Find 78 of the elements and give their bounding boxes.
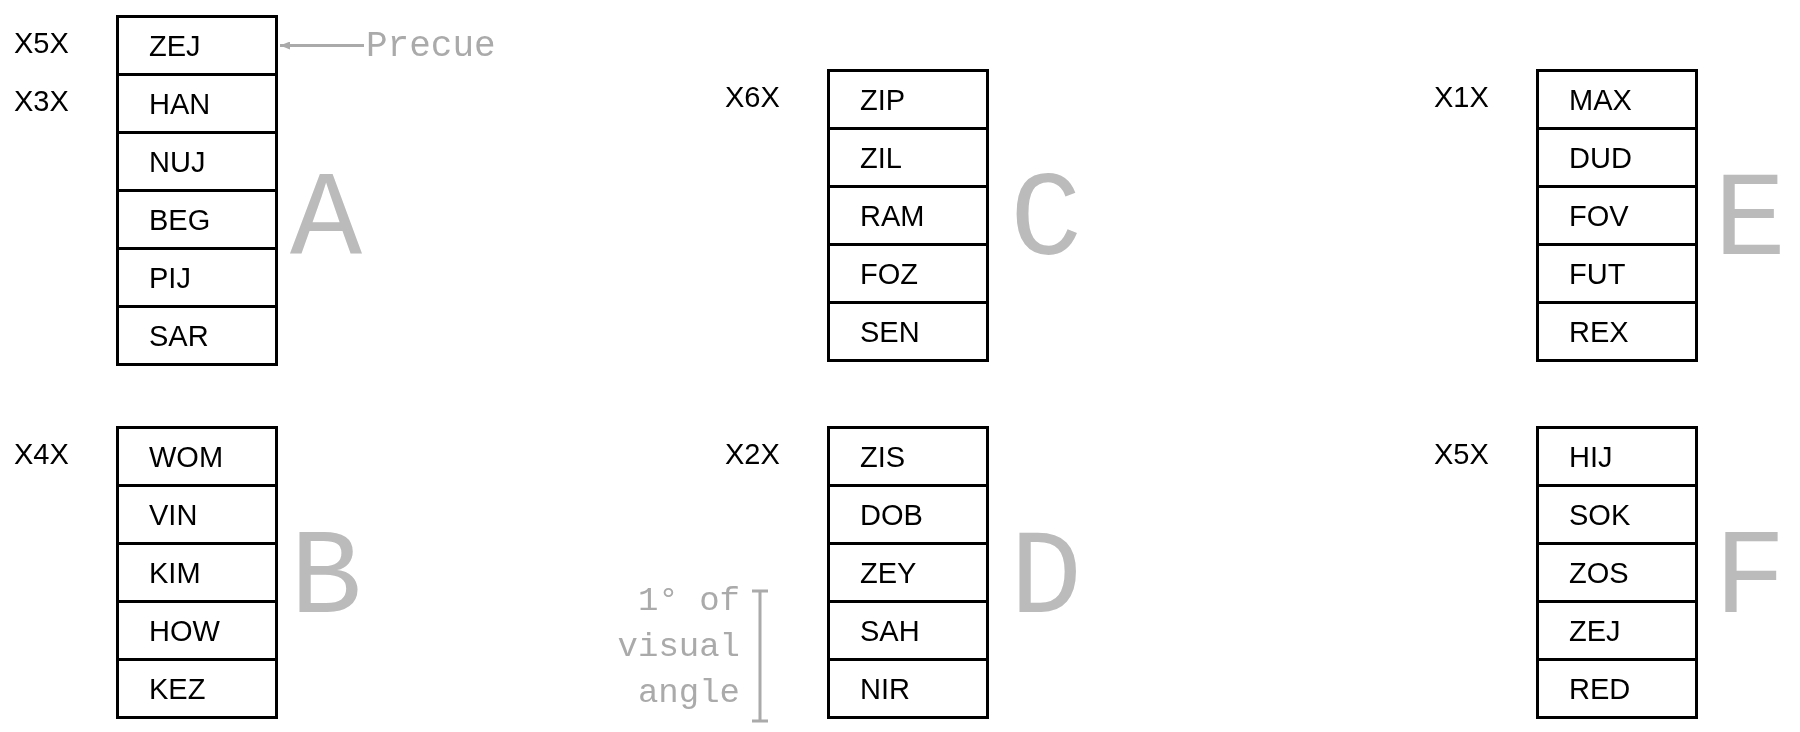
position-label: X5X <box>14 27 69 60</box>
cue-label: Precue <box>366 26 496 67</box>
word: ZIS <box>860 440 906 473</box>
word: NIR <box>860 672 910 705</box>
word: ZOS <box>1569 556 1629 589</box>
position-label: X2X <box>725 438 780 471</box>
word-box <box>116 305 278 366</box>
condition-letter: F <box>1714 520 1786 640</box>
word: ZIP <box>860 83 906 116</box>
word-box <box>1536 426 1698 487</box>
word-box <box>116 73 278 134</box>
word-box <box>1536 658 1698 719</box>
word: KIM <box>149 556 201 589</box>
condition-letter: A <box>290 162 362 282</box>
word-box <box>1536 185 1698 246</box>
word-box <box>1536 243 1698 304</box>
word: FUT <box>1569 257 1626 290</box>
word-box <box>827 127 989 188</box>
word-box <box>1536 484 1698 545</box>
word-box <box>116 484 278 545</box>
word-box <box>827 426 989 487</box>
word-box <box>116 426 278 487</box>
word-box <box>1536 301 1698 362</box>
position-label: X6X <box>725 81 780 114</box>
word-box <box>827 542 989 603</box>
word-box <box>827 301 989 362</box>
word-box <box>827 600 989 661</box>
word: SEN <box>860 315 920 348</box>
word-box <box>827 658 989 719</box>
word-box <box>116 131 278 192</box>
scale-note: 1° of visual angle <box>616 581 740 714</box>
word-box <box>1536 600 1698 661</box>
word: FOZ <box>860 257 918 290</box>
word: NUJ <box>149 145 206 178</box>
word-box <box>116 658 278 719</box>
word-box <box>116 247 278 308</box>
word: SOK <box>1569 498 1631 531</box>
word: KEZ <box>149 672 206 705</box>
word-box <box>1536 542 1698 603</box>
word: HOW <box>149 614 220 647</box>
condition-letter: B <box>290 520 362 640</box>
word: DUD <box>1569 141 1632 174</box>
word: HIJ <box>1569 440 1613 473</box>
word-box <box>827 243 989 304</box>
word: ZEY <box>860 556 917 589</box>
condition-letter: D <box>1010 520 1082 640</box>
condition-letter: C <box>1010 162 1082 282</box>
word-box <box>827 484 989 545</box>
word-box <box>116 600 278 661</box>
word: VIN <box>149 498 198 531</box>
word: FOV <box>1569 199 1629 232</box>
word-box <box>827 185 989 246</box>
word: BEG <box>149 203 211 236</box>
word: MAX <box>1569 83 1632 116</box>
word: ZEJ <box>1569 614 1621 647</box>
word-box <box>1536 69 1698 130</box>
word: SAR <box>149 319 209 352</box>
condition-letter: E <box>1714 162 1786 282</box>
word-box <box>116 15 278 76</box>
arrow <box>280 41 364 50</box>
position-label: X5X <box>1434 438 1489 471</box>
word: SAH <box>860 614 920 647</box>
word: PIJ <box>149 261 191 294</box>
position-label: X4X <box>14 438 69 471</box>
word: RED <box>1569 672 1631 705</box>
word: ZIL <box>860 141 902 174</box>
word: WOM <box>149 440 224 473</box>
position-label: X3X <box>14 85 69 118</box>
position-label: X1X <box>1434 81 1489 114</box>
word-box <box>827 69 989 130</box>
word: HAN <box>149 87 211 120</box>
word-box <box>116 542 278 603</box>
word-box <box>116 189 278 250</box>
word: ZEJ <box>149 29 201 62</box>
word: REX <box>1569 315 1629 348</box>
word: RAM <box>860 199 925 232</box>
word: DOB <box>860 498 923 531</box>
word-box <box>1536 127 1698 188</box>
